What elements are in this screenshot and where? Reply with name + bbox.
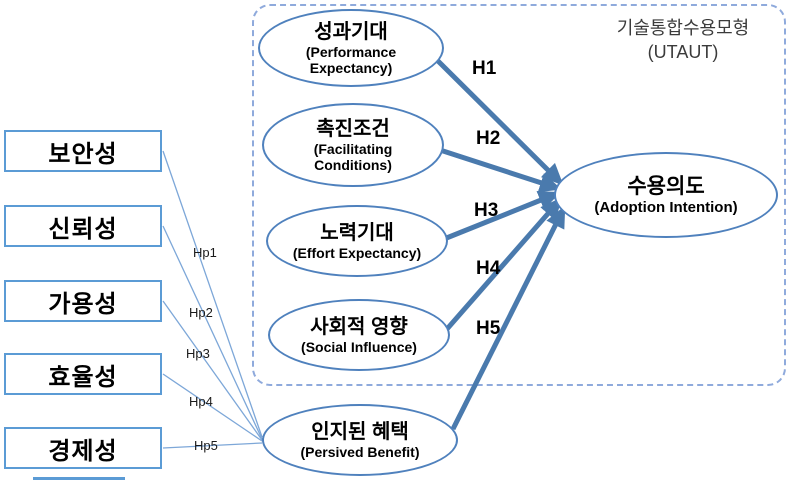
- construct-ko-label: 성과기대: [314, 20, 388, 43]
- construct-en-label: (Performance Expectancy): [305, 43, 397, 76]
- hypothesis-label-hp4: Hp4: [189, 394, 213, 409]
- utaut-title-line1: 기술통합수용모형: [616, 18, 750, 38]
- construct-adoption-intention: 수용의도 (Adoption Intention): [554, 152, 778, 238]
- construct-perceived-benefit: 인지된 혜택 (Persived Benefit): [262, 404, 458, 476]
- factor-box-security: 보안성: [4, 130, 162, 172]
- line-efficiency-benefit: [162, 373, 263, 442]
- factor-box-reliability: 신뢰성: [4, 205, 162, 247]
- hypothesis-label-h4: H4: [476, 258, 501, 279]
- hypothesis-label-hp3: Hp3: [186, 346, 210, 361]
- line-economy-benefit: [162, 442, 263, 449]
- arrow-h5: [450, 205, 566, 431]
- factor-label: 효율성: [48, 363, 118, 391]
- hypothesis-label-h3: H3: [474, 200, 499, 221]
- outcome-ko-label: 수용의도: [627, 174, 705, 198]
- factor-label: 가용성: [48, 290, 118, 318]
- arrow-h4: [445, 197, 563, 331]
- hypothesis-label-hp1: Hp1: [193, 245, 217, 260]
- factor-lines: [162, 150, 263, 449]
- arrow-h1: [435, 58, 564, 186]
- hypothesis-label-hp2: Hp2: [189, 305, 213, 320]
- construct-ko-label: 사회적 영향: [310, 315, 408, 338]
- utaut-title-line2: (UTAUT): [647, 42, 719, 63]
- construct-ko-label: 노력기대: [320, 221, 394, 244]
- construct-facilitating-conditions: 촉진조건 (Facilitating Conditions): [262, 103, 444, 187]
- construct-ko-label: 촉진조건: [316, 117, 390, 140]
- construct-performance-expectancy: 성과기대 (Performance Expectancy): [258, 9, 444, 87]
- line-security-benefit: [162, 150, 263, 438]
- hypothesis-label-h5: H5: [476, 318, 501, 339]
- hypothesis-label-hp5: Hp5: [194, 438, 218, 453]
- line-availability-benefit: [162, 300, 263, 441]
- construct-ko-label: 인지된 혜택: [311, 420, 409, 443]
- construct-effort-expectancy: 노력기대 (Effort Expectancy): [266, 205, 448, 277]
- arrow-h3: [443, 191, 561, 242]
- construct-en-label: (Social Influence): [301, 338, 417, 355]
- factor-label: 보안성: [48, 140, 118, 168]
- outcome-en-label: (Adoption Intention): [594, 198, 738, 216]
- construct-en-label: (Effort Expectancy): [292, 244, 422, 261]
- hypothesis-label-h2: H2: [476, 128, 501, 149]
- construct-social-influence: 사회적 영향 (Social Influence): [268, 299, 450, 371]
- construct-en-label: (Facilitating Conditions): [313, 140, 393, 173]
- factor-label: 신뢰성: [48, 215, 118, 243]
- factor-box-efficiency: 효율성: [4, 353, 162, 395]
- line-reliability-benefit: [162, 225, 263, 440]
- arrow-h2: [439, 147, 562, 193]
- utaut-title: 기술통합수용모형 (UTAUT): [583, 16, 783, 65]
- factor-label: 경제성: [48, 437, 118, 465]
- utaut-boundary-box: [252, 4, 786, 386]
- factor-box-availability: 가용성: [4, 280, 162, 322]
- hypothesis-label-h1: H1: [472, 58, 497, 79]
- cropped-box-edge: [33, 477, 125, 480]
- factor-box-economy: 경제성: [4, 427, 162, 469]
- hypothesis-arrows: [435, 58, 566, 431]
- construct-en-label: (Persived Benefit): [300, 443, 420, 460]
